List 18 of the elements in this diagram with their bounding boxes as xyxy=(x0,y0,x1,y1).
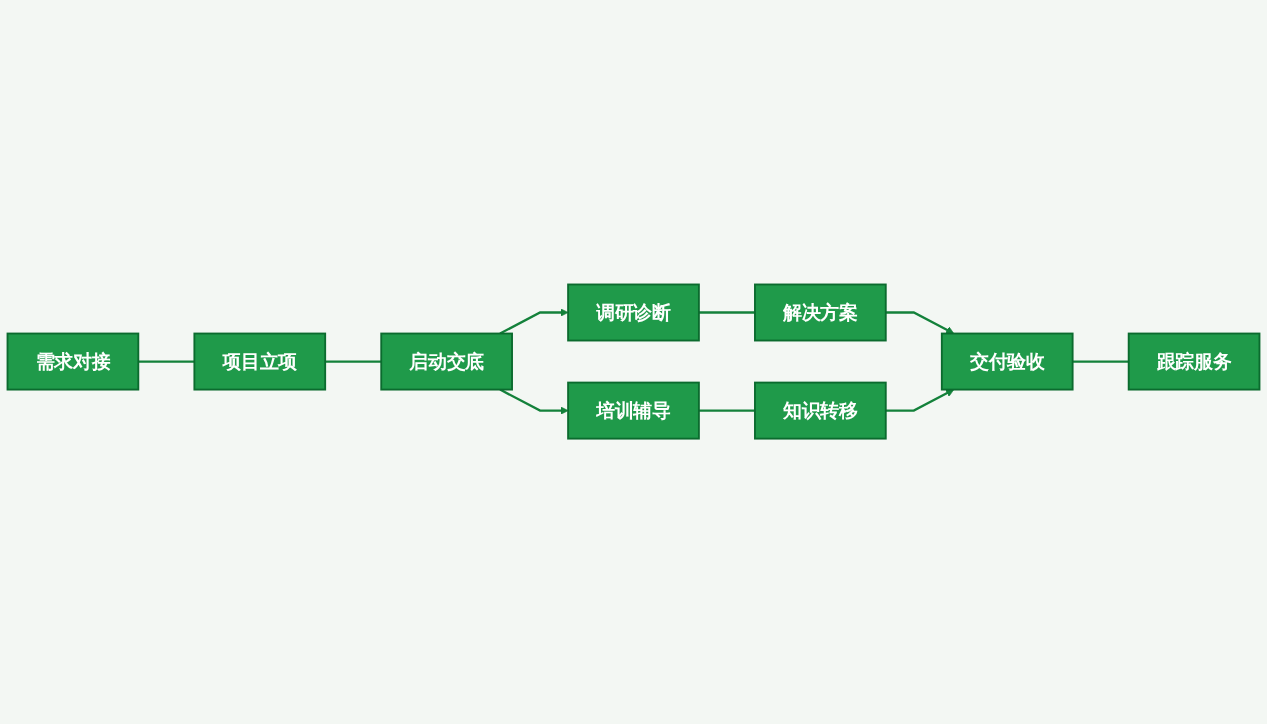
connector xyxy=(138,360,195,364)
connector xyxy=(1072,360,1129,364)
node-box: 跟踪服务 xyxy=(1127,333,1261,391)
node-box: 培训辅导 xyxy=(567,382,700,440)
node-box: 启动交底 xyxy=(380,333,513,391)
connector xyxy=(325,360,382,364)
arrow xyxy=(499,308,569,335)
arrow xyxy=(885,389,955,413)
arrow xyxy=(499,389,569,416)
arrow xyxy=(885,311,955,335)
node-box: 解决方案 xyxy=(754,283,887,342)
node-box: 调研诊断 xyxy=(567,283,700,342)
node-box: 需求对接 xyxy=(6,333,140,391)
connector xyxy=(698,311,755,315)
node-box: 项目立项 xyxy=(193,333,327,391)
node-box: 交付验收 xyxy=(940,333,1074,391)
connector xyxy=(698,409,755,413)
node-box: 知识转移 xyxy=(754,382,887,440)
